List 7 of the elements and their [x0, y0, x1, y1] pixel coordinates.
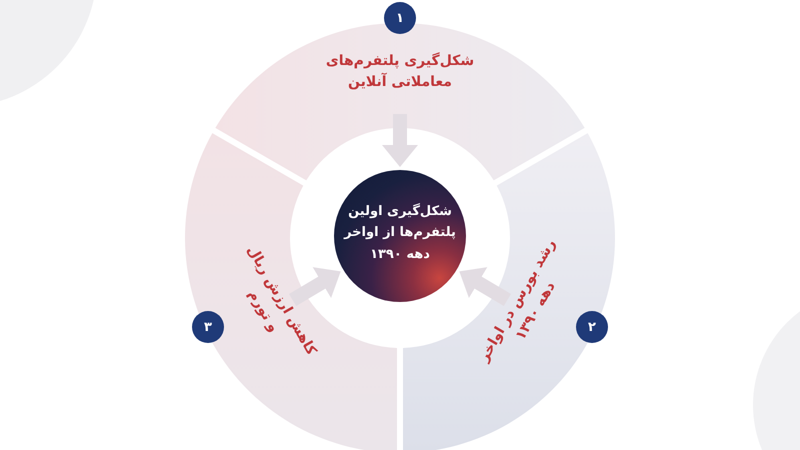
step-number: ۱: [384, 2, 416, 34]
segment-text: کاهش ارزش ریال و تورم: [242, 242, 320, 360]
ring-segment: [215, 23, 585, 181]
arrow: [382, 114, 418, 167]
segment-text: رشد بورس در اواخر دهه ۱۳۹۰: [474, 236, 560, 366]
center-text: شکل‌گیری اولین پلتفرم‌ها از اواخر دهه ۱۳۹۰: [342, 202, 457, 264]
segment-text: شکل‌گیری پلتفرم‌های معاملاتی آنلاین: [324, 51, 476, 92]
